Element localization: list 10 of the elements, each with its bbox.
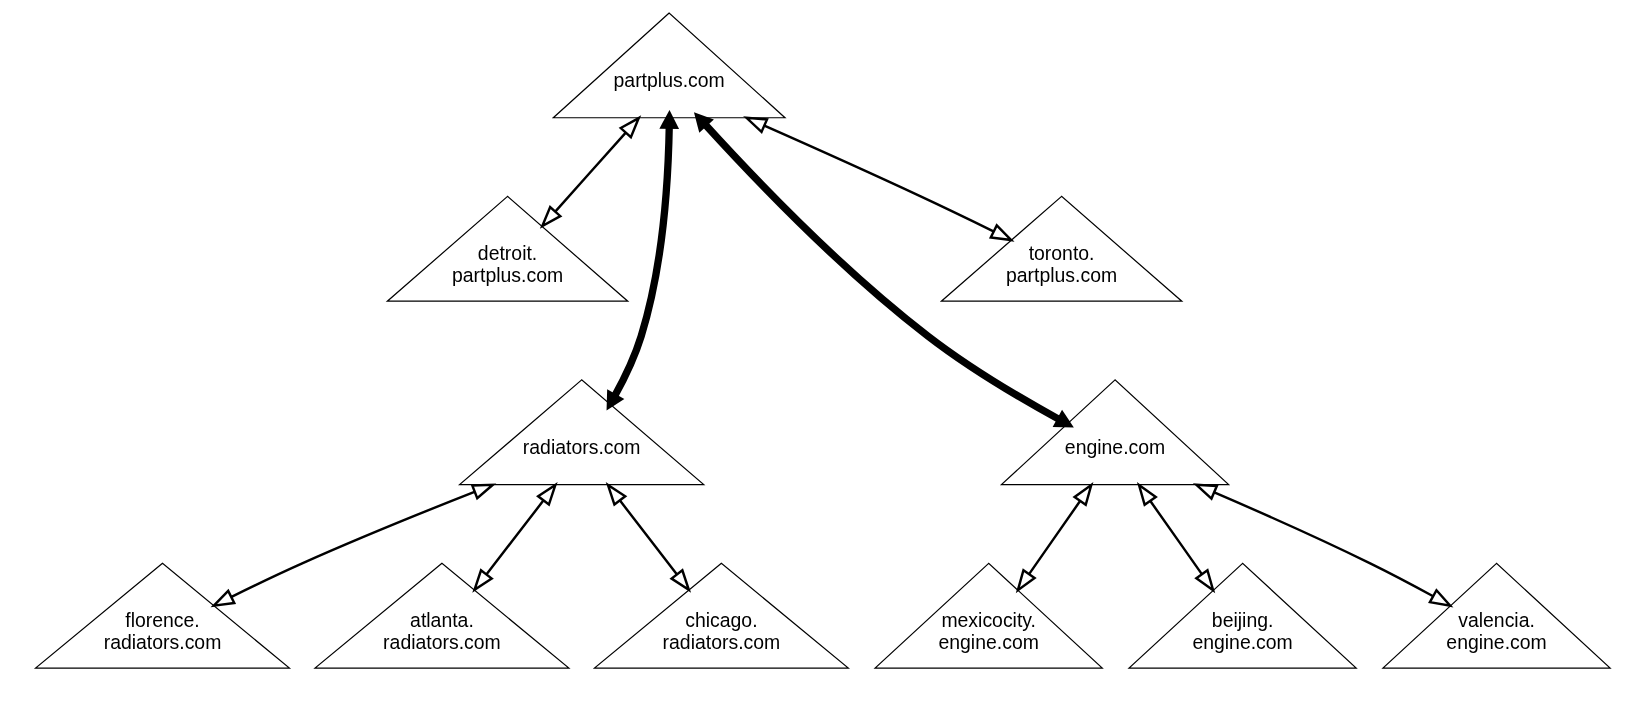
arrow [472, 482, 558, 593]
arrow [210, 483, 497, 608]
arrow [1192, 483, 1454, 608]
arrow [693, 112, 1074, 428]
arrow [539, 115, 642, 229]
arrow [605, 482, 692, 593]
arrow [1136, 482, 1216, 594]
arrow [606, 110, 680, 411]
arrow [1015, 482, 1094, 594]
arrow [743, 116, 1015, 242]
